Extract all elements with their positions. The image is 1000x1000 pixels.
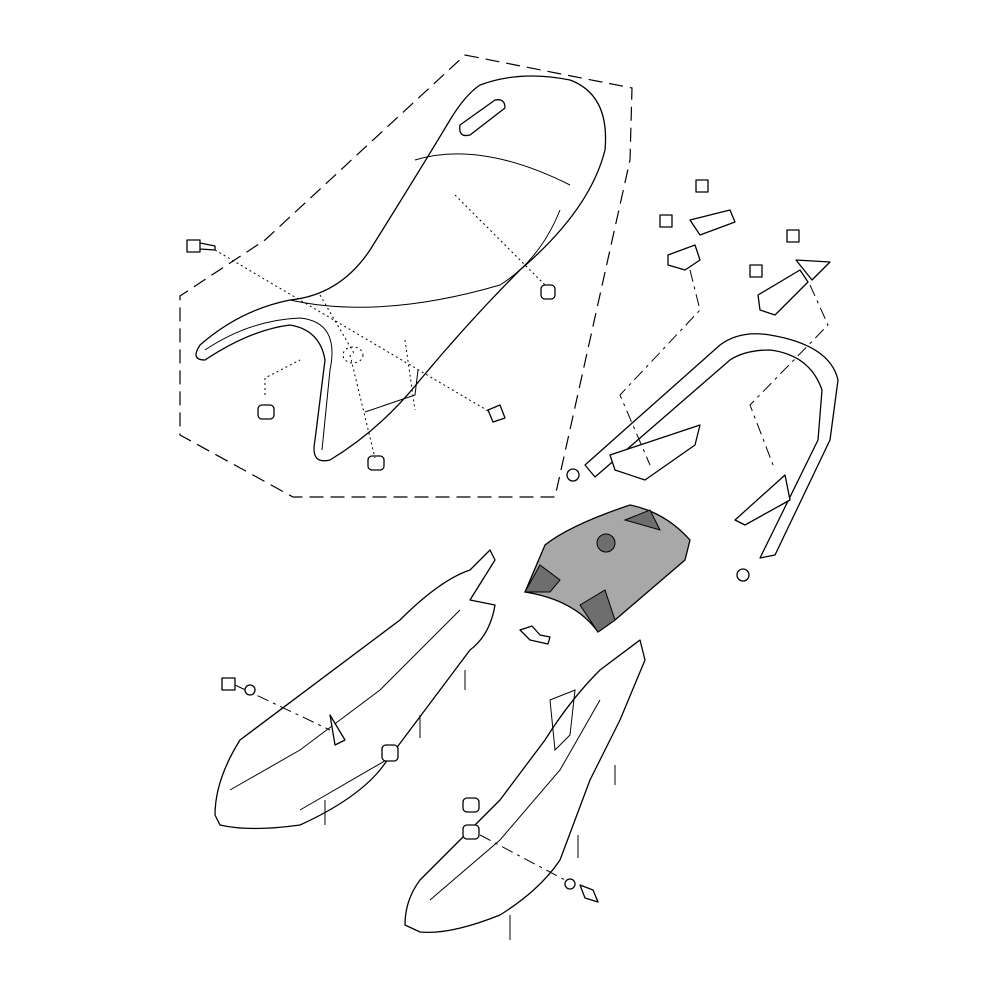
- logo-emblem: [596, 533, 616, 553]
- seat: [195, 75, 607, 462]
- grommet: [381, 744, 399, 762]
- damper: [367, 455, 385, 471]
- cap: [736, 568, 750, 582]
- screw: [324, 670, 466, 825]
- left-side-cover: [214, 549, 496, 830]
- screw: [509, 765, 616, 940]
- seat-assembly-boundary: [179, 54, 633, 498]
- bolt: [221, 677, 236, 691]
- cap: [566, 468, 580, 482]
- bolt: [659, 214, 673, 228]
- right-side-cover: [404, 639, 646, 940]
- bolt: [749, 264, 763, 278]
- bolt: [487, 404, 506, 423]
- seat-lock-cylinder: [459, 99, 506, 137]
- grommet: [462, 797, 480, 813]
- grab-bar-brackets: [619, 179, 831, 471]
- seat-fasteners: [186, 194, 556, 471]
- rear-center-cover: [519, 504, 691, 645]
- bolt: [186, 239, 216, 253]
- damper: [540, 284, 556, 300]
- bolt: [695, 179, 709, 193]
- damper: [257, 404, 275, 420]
- grab-bar: [566, 333, 839, 582]
- grommet: [462, 824, 480, 840]
- bolt: [579, 884, 599, 903]
- bolt: [786, 229, 800, 243]
- bolt: [519, 625, 551, 645]
